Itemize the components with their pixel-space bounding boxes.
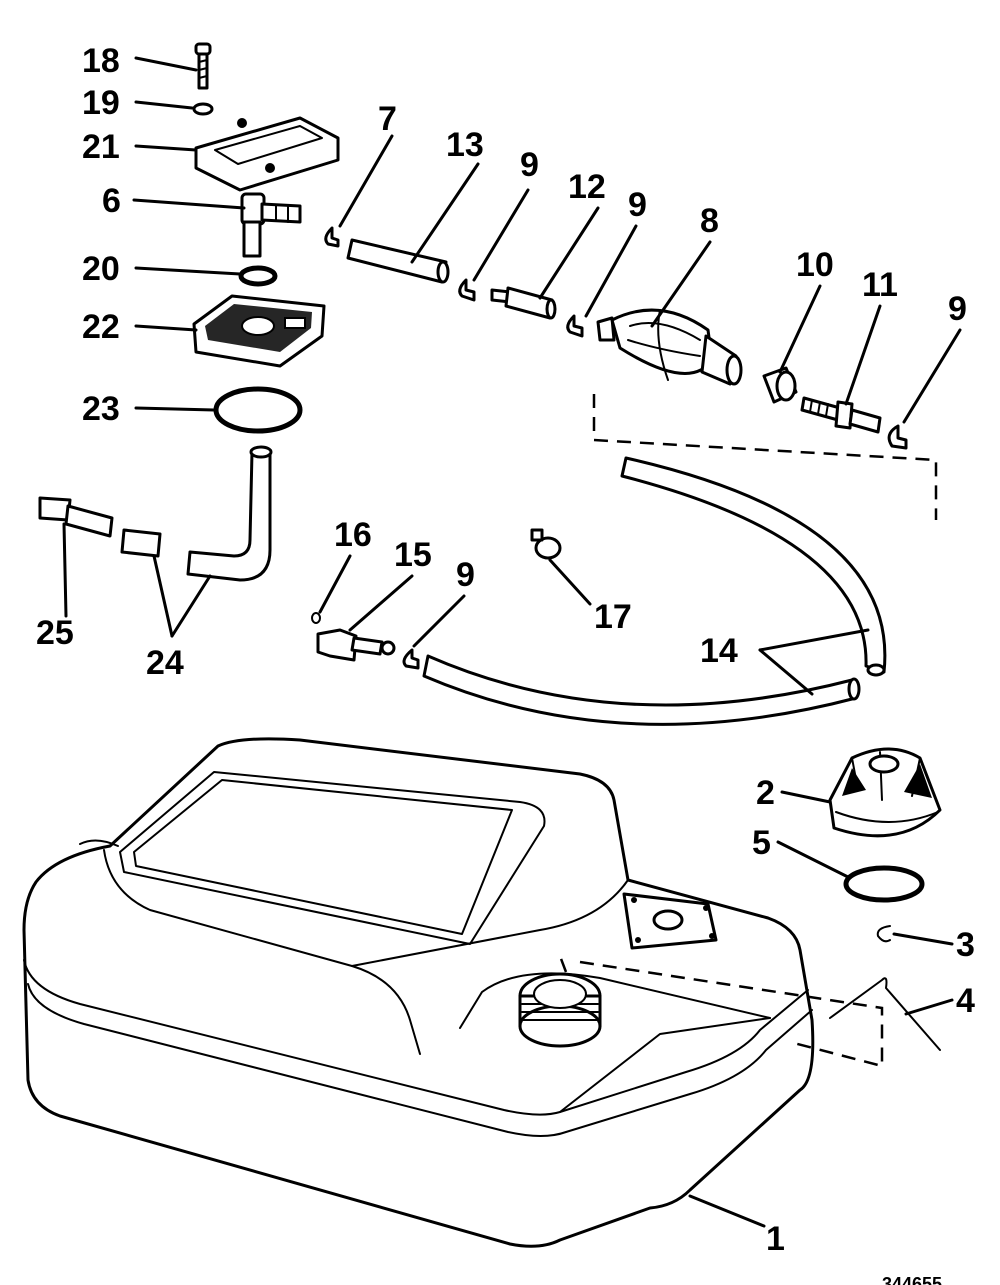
- figure-reference-number: 344655: [882, 1274, 942, 1285]
- part-20-o-ring: [238, 265, 278, 287]
- callout-9-b: 9: [628, 186, 647, 224]
- callout-1: 1: [766, 1220, 785, 1258]
- callout-23: 23: [82, 390, 120, 428]
- callout-9-d: 9: [456, 556, 475, 594]
- part-6-elbow-fitting: [240, 192, 302, 258]
- part-11-fitting: [800, 396, 882, 434]
- part-10-nut: [762, 366, 798, 404]
- part-9-clamp-c: [887, 424, 908, 450]
- callout-17: 17: [594, 598, 632, 636]
- part-23-gasket: [213, 386, 303, 434]
- part-7-clamp: [324, 226, 340, 248]
- part-9-clamp-d: [402, 648, 420, 670]
- part-15-quick-connector: [316, 628, 396, 662]
- part-2-fuel-cap: [828, 747, 942, 838]
- callout-20: 20: [82, 250, 120, 288]
- callout-6: 6: [102, 182, 121, 220]
- part-4-retainer-wire: [829, 977, 941, 1051]
- part-16-o-ring: [311, 612, 321, 624]
- part-1-fuel-tank: [22, 737, 815, 1248]
- part-17-hose-clamp: [530, 528, 562, 560]
- callout-7: 7: [378, 100, 397, 138]
- callout-10: 10: [796, 246, 834, 284]
- part-24-pickup-tube: [120, 445, 273, 582]
- part-25-filter: [38, 496, 114, 538]
- callout-12: 12: [568, 168, 606, 206]
- part-3-clip: [876, 925, 891, 943]
- callout-22: 22: [82, 308, 120, 346]
- part-13-hose: [346, 238, 450, 284]
- callout-14: 14: [700, 632, 738, 670]
- part-9-clamp-a: [458, 278, 476, 302]
- callout-19: 19: [82, 84, 120, 122]
- part-8-primer-bulb: [596, 308, 743, 386]
- part-12-connector: [490, 286, 557, 320]
- part-22-fuel-pickup-plate: [192, 294, 326, 368]
- callout-21: 21: [82, 128, 120, 166]
- part-14-fuel-hose: [422, 456, 887, 726]
- callout-8: 8: [700, 202, 719, 240]
- callout-15: 15: [394, 536, 432, 574]
- callout-3: 3: [956, 926, 975, 964]
- callout-24: 24: [146, 644, 184, 682]
- callout-5: 5: [752, 824, 771, 862]
- callout-2: 2: [756, 774, 775, 812]
- part-5-cap-gasket: [843, 865, 925, 903]
- part-21-clamp-plate: [194, 116, 340, 192]
- callout-13: 13: [446, 126, 484, 164]
- callout-4: 4: [956, 982, 975, 1020]
- callout-18: 18: [82, 42, 120, 80]
- callout-25: 25: [36, 614, 74, 652]
- dashed-filler-leader: [558, 955, 884, 1068]
- callout-11: 11: [862, 266, 898, 304]
- callout-9-c: 9: [948, 290, 967, 328]
- part-19-washer: [192, 102, 214, 116]
- leader-lines: [62, 56, 962, 1228]
- callout-16: 16: [334, 516, 372, 554]
- dashed-assembly-bracket: [592, 394, 938, 520]
- callout-9-a: 9: [520, 146, 539, 184]
- part-18-screw: [194, 42, 212, 90]
- part-9-clamp-b: [566, 314, 584, 338]
